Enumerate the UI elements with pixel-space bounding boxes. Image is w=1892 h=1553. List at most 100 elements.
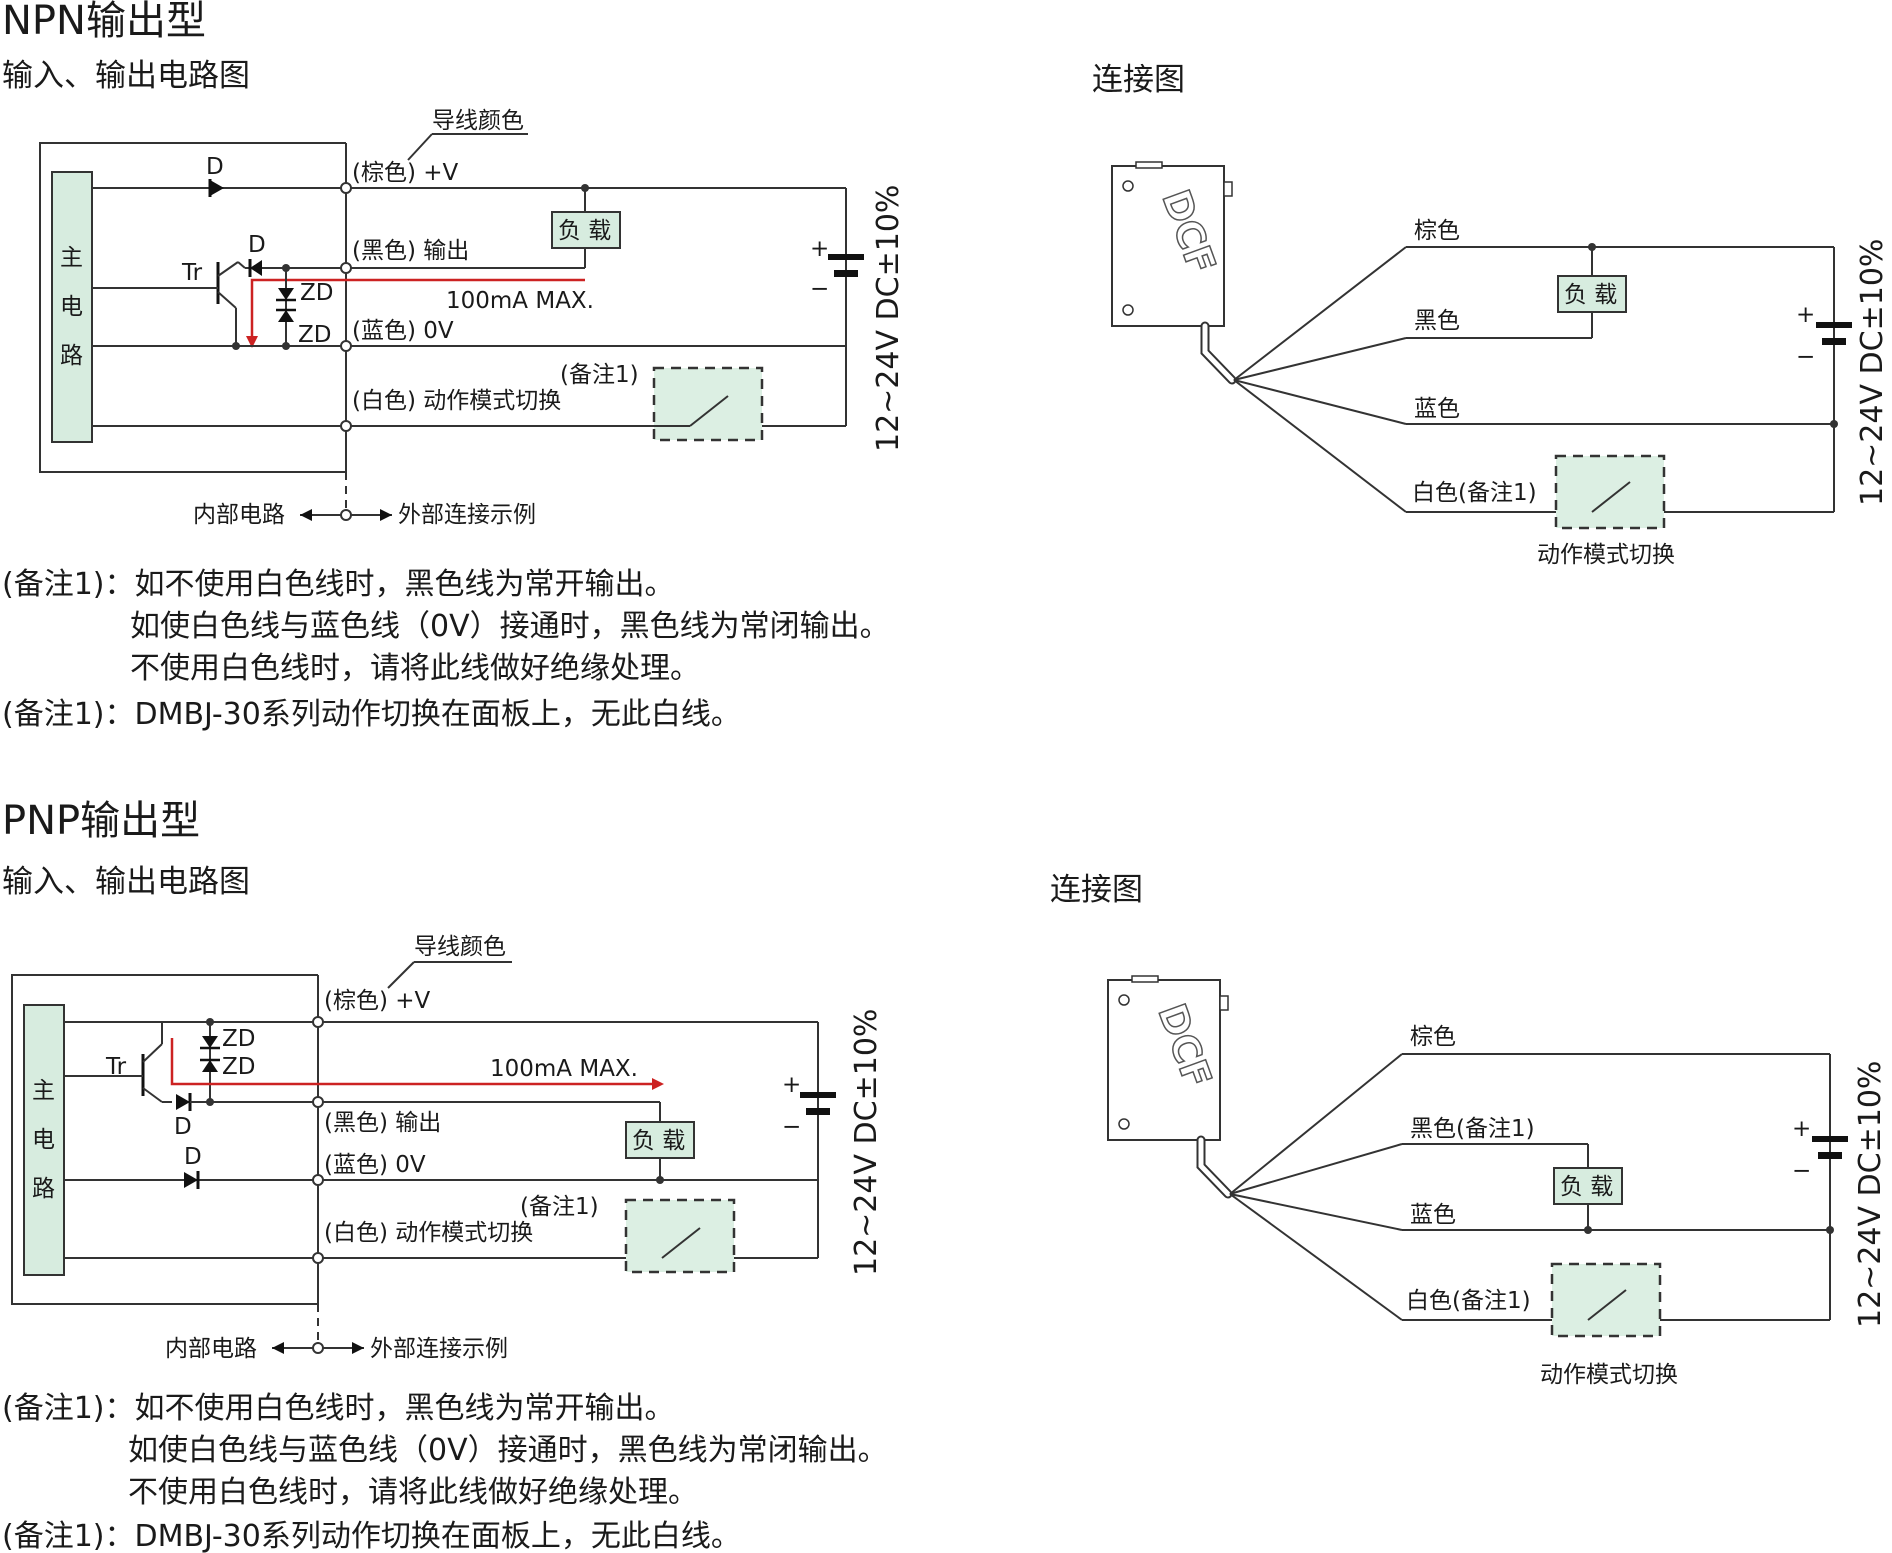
npn-internal-frame bbox=[39, 142, 346, 473]
pnp-conn-supply-voltage: 12~24V DC±10% bbox=[1853, 1061, 1888, 1328]
pnp-tr-label: Tr bbox=[105, 1054, 127, 1080]
pnp-main-circuit-block bbox=[23, 1004, 65, 1276]
pnp-conn-black-label: 黑色(备注1) bbox=[1410, 1116, 1535, 1142]
pnp-conn-battery-plus: + bbox=[1792, 1116, 1811, 1142]
npn-transistor-icon bbox=[92, 261, 246, 346]
pnp-current-arrow bbox=[170, 1038, 656, 1086]
npn-load-label: 负 载 bbox=[558, 218, 611, 244]
pnp-zener-zd1-label: ZD bbox=[222, 1026, 255, 1052]
pnp-internal-label: 内部电路 bbox=[165, 1336, 257, 1362]
pnp-internal-frame bbox=[11, 974, 318, 1305]
pnp-external-label: 外部连接示例 bbox=[370, 1336, 508, 1362]
pnp-zener-diodes-icon bbox=[200, 1036, 220, 1072]
npn-note-3: 不使用白色线时，请将此线做好绝缘处理。 bbox=[130, 651, 700, 686]
npn-note-2: 如使白色线与蓝色线（0V）接通时，黑色线为常闭输出。 bbox=[130, 609, 890, 644]
npn-diode-d1-label: D bbox=[206, 154, 224, 180]
npn-supply-voltage: 12~24V DC±10% bbox=[871, 185, 906, 452]
npn-main-circuit-char-3: 路 bbox=[60, 343, 83, 369]
pnp-note-ref: (备注1) bbox=[520, 1194, 599, 1220]
npn-battery-icon bbox=[828, 254, 864, 260]
npn-conn-switch-box bbox=[1554, 454, 1666, 530]
pnp-conn-load-box bbox=[1553, 1167, 1623, 1205]
npn-external-label: 外部连接示例 bbox=[398, 502, 536, 528]
pnp-blue-label: (蓝色) 0V bbox=[324, 1152, 426, 1178]
npn-zener-zd1-label: ZD bbox=[300, 280, 333, 306]
npn-switch-icon bbox=[689, 395, 729, 427]
pnp-section: PNP输出型 输入、输出电路图 连接图 主 电 路 导线颜色 (棕色) +V bbox=[2, 798, 1888, 1553]
pnp-switch-icon bbox=[661, 1227, 701, 1259]
npn-brown-label: (棕色) +V bbox=[352, 160, 459, 186]
pnp-sensor-icon: DCF bbox=[1107, 975, 1233, 1199]
npn-conn-battery-plus: + bbox=[1796, 302, 1815, 328]
pnp-circuit-title: 输入、输出电路图 bbox=[2, 864, 250, 900]
pnp-white-label: (白色) 动作模式切换 bbox=[324, 1220, 533, 1246]
pnp-load-label: 负 载 bbox=[632, 1128, 685, 1154]
pnp-connection-title: 连接图 bbox=[1050, 872, 1143, 908]
pnp-battery-icon bbox=[800, 1092, 836, 1098]
npn-zener-zd2-label: ZD bbox=[298, 322, 331, 348]
npn-conn-load-box bbox=[1557, 275, 1627, 313]
pnp-main-circuit-char-2: 电 bbox=[32, 1127, 55, 1153]
pnp-wire-color-label: 导线颜色 bbox=[414, 934, 506, 960]
pnp-black-label: (黑色) 输出 bbox=[324, 1110, 441, 1136]
pnp-conn-switch-icon bbox=[1587, 1289, 1627, 1321]
npn-sensor-icon: DCF bbox=[1111, 161, 1237, 385]
pnp-circuit-diagram: 主 电 路 导线颜色 (棕色) +V Tr bbox=[11, 934, 884, 1362]
pnp-transistor-icon bbox=[64, 1022, 172, 1103]
pnp-diode-d1-label: D bbox=[174, 1114, 192, 1140]
pnp-note-4: (备注1)：DMBJ-30系列动作切换在面板上，无此白线。 bbox=[2, 1519, 741, 1553]
npn-main-circuit-char-2: 电 bbox=[60, 294, 83, 320]
pnp-main-circuit-char-3: 路 bbox=[32, 1176, 55, 1202]
pnp-conn-load-label: 负 载 bbox=[1560, 1174, 1613, 1200]
npn-note-4: (备注1)：DMBJ-30系列动作切换在面板上，无此白线。 bbox=[2, 697, 741, 732]
pnp-brown-label: (棕色) +V bbox=[324, 988, 431, 1014]
npn-conn-supply-voltage: 12~24V DC±10% bbox=[1855, 239, 1890, 506]
pnp-supply-voltage: 12~24V DC±10% bbox=[849, 1009, 884, 1276]
npn-main-circuit-block bbox=[51, 171, 93, 443]
npn-conn-brown-wire bbox=[1233, 246, 1407, 381]
npn-current-arrow bbox=[250, 278, 585, 340]
pnp-conn-brown-label: 棕色 bbox=[1410, 1024, 1456, 1050]
pnp-note-1: (备注1)：如不使用白色线时，黑色线为常开输出。 bbox=[2, 1391, 675, 1426]
npn-battery-plus: + bbox=[810, 236, 829, 262]
npn-conn-load-label: 负 载 bbox=[1564, 282, 1617, 308]
npn-note-ref: (备注1) bbox=[560, 362, 639, 388]
npn-internal-label: 内部电路 bbox=[193, 502, 285, 528]
pnp-conn-brown-wire bbox=[1229, 1053, 1403, 1195]
pnp-conn-switch-box bbox=[1550, 1262, 1662, 1338]
npn-circuit-diagram: 主 电 路 导线颜色 D (棕色) +V 负 载 (黑色) 输出 bbox=[39, 108, 906, 528]
pnp-title: PNP输出型 bbox=[2, 798, 200, 844]
npn-conn-switch-icon bbox=[1591, 481, 1631, 513]
pnp-conn-blue-label: 蓝色 bbox=[1410, 1202, 1456, 1228]
npn-connection-diagram: DCF 棕色 黑色 蓝色 白色(备注1) 负 载 动作 bbox=[1111, 161, 1890, 568]
npn-main-circuit-char-1: 主 bbox=[60, 245, 83, 271]
npn-wire-color-label: 导线颜色 bbox=[432, 108, 524, 134]
npn-conn-battery-icon bbox=[1816, 322, 1852, 328]
npn-connection-title: 连接图 bbox=[1092, 62, 1185, 98]
pnp-diode-d2-label: D bbox=[184, 1144, 202, 1170]
pnp-battery-plus: + bbox=[782, 1072, 801, 1098]
npn-conn-switch-label: 动作模式切换 bbox=[1537, 542, 1675, 568]
pnp-notes: (备注1)：如不使用白色线时，黑色线为常开输出。 如使白色线与蓝色线（0V）接通… bbox=[2, 1391, 888, 1553]
npn-conn-brown-label: 棕色 bbox=[1414, 218, 1460, 244]
npn-section: NPN输出型 输入、输出电路图 连接图 主 电 路 导线颜色 D (棕色) bbox=[2, 0, 1890, 732]
npn-mode-switch-box bbox=[652, 366, 764, 442]
pnp-zener-zd2-label: ZD bbox=[222, 1054, 255, 1080]
pnp-main-circuit-char-1: 主 bbox=[32, 1078, 55, 1104]
npn-battery-minus: − bbox=[810, 276, 829, 302]
npn-diode-d2-icon bbox=[250, 260, 262, 276]
pnp-max-current-label: 100mA MAX. bbox=[490, 1056, 638, 1082]
npn-note-1: (备注1)：如不使用白色线时，黑色线为常开输出。 bbox=[2, 567, 675, 602]
npn-title: NPN输出型 bbox=[2, 0, 206, 44]
pnp-mode-switch-box bbox=[624, 1198, 736, 1274]
pnp-battery-minus: − bbox=[782, 1114, 801, 1140]
pnp-conn-battery-icon bbox=[1812, 1136, 1848, 1142]
npn-tr-label: Tr bbox=[181, 260, 203, 286]
npn-conn-battery-minus: − bbox=[1796, 344, 1815, 370]
pnp-note-3: 不使用白色线时，请将此线做好绝缘处理。 bbox=[128, 1475, 698, 1510]
npn-notes: (备注1)：如不使用白色线时，黑色线为常开输出。 如使白色线与蓝色线（0V）接通… bbox=[2, 567, 890, 732]
pnp-diode-d2-icon bbox=[184, 1172, 198, 1188]
npn-conn-white-label: 白色(备注1) bbox=[1412, 480, 1537, 506]
pnp-conn-switch-label: 动作模式切换 bbox=[1540, 1362, 1678, 1388]
